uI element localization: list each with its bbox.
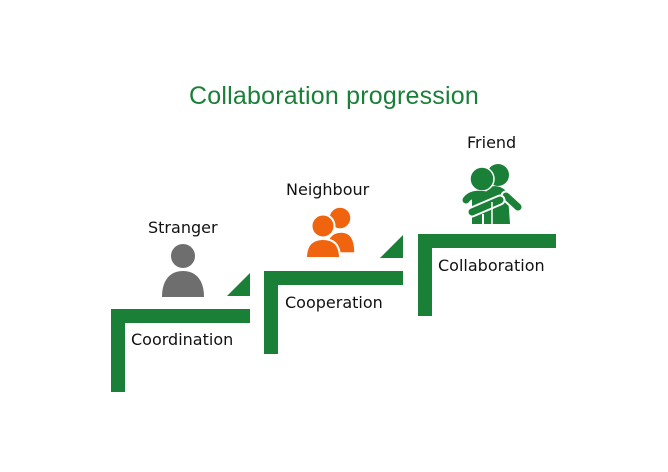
stage-label-cooperation: Cooperation — [285, 293, 383, 312]
step-3-vertical-bar — [418, 234, 432, 316]
person-icon — [162, 244, 204, 297]
hug-icon — [462, 164, 524, 225]
stage-label-coordination: Coordination — [131, 330, 234, 349]
people-group-icon — [304, 206, 356, 259]
step-2-arrow-triangle-icon — [380, 235, 403, 258]
diagram-title: Collaboration progression — [189, 82, 479, 110]
step-1-arrow-triangle-icon — [227, 273, 250, 296]
step-1-vertical-bar — [111, 309, 125, 392]
step-2-horizontal-bar — [264, 271, 403, 285]
relationship-label-stranger: Stranger — [148, 218, 218, 237]
stage-label-collaboration: Collaboration — [438, 256, 545, 275]
step-3-horizontal-bar — [418, 234, 556, 248]
step-1-horizontal-bar — [111, 309, 250, 323]
relationship-label-neighbour: Neighbour — [286, 180, 370, 199]
relationship-label-friend: Friend — [467, 133, 517, 152]
step-2-vertical-bar — [264, 271, 278, 354]
